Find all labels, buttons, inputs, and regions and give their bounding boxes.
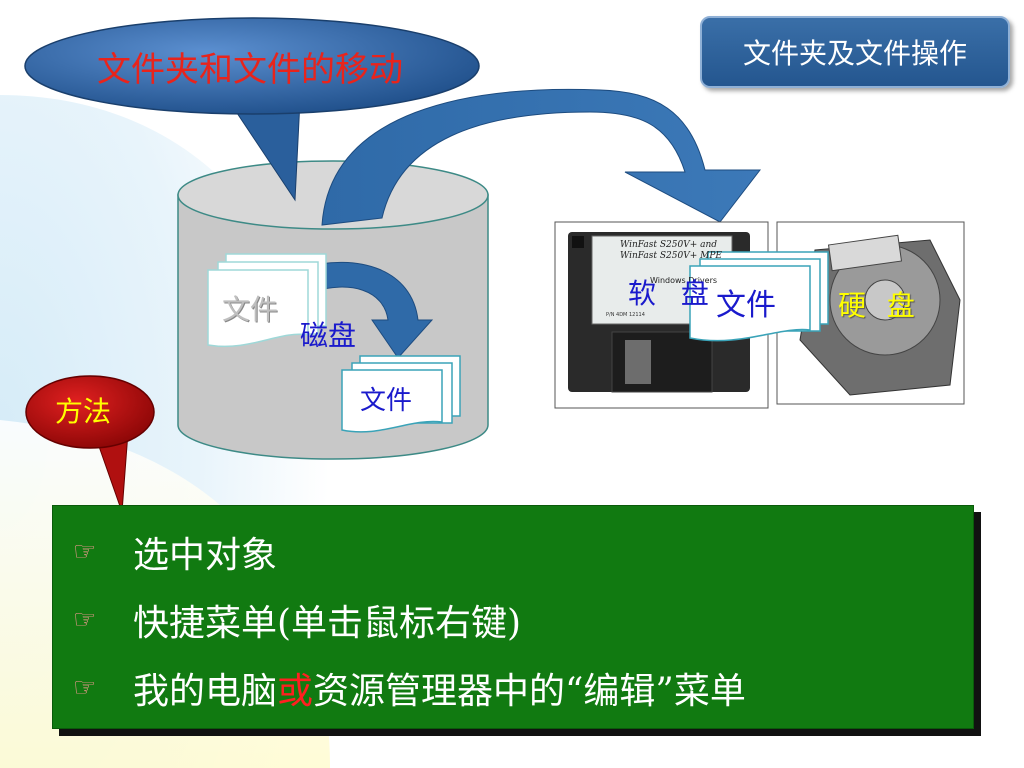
bullet-text-2: 快捷菜单(单击鼠标右键) [133,603,522,644]
bullet-text-3-post: 资源管理器中的“编辑”菜单 [313,671,746,712]
big-curved-arrow [321,88,762,226]
method-label: 方法 [54,395,111,428]
pointing-hand-icon: ☞ [73,537,97,567]
callout-title: 文件夹和文件的移动 [97,50,403,90]
small-curved-arrow [299,261,434,359]
floppy-label-line2: WinFast S250V+ MPE [620,251,722,261]
bullet-text-1: 选中对象 [133,535,278,576]
floppy-tiny-text: P/N 4DM 12114 [606,312,645,318]
hdd-name-label: 硬 盘 [838,289,921,322]
pointing-hand-icon: ☞ [73,605,97,635]
target-doc-label: 文件 [360,386,413,416]
floppy-label-text: WinFast S250V+ and WinFast S250V+ MPE [620,240,722,262]
moving-doc-stack [689,251,829,342]
callout-bubble [24,17,480,202]
target-doc-stack [341,355,461,433]
bullet-text-3-highlight: 或 [277,671,314,712]
slide-title-box: 文件夹及文件操作 [700,16,1010,88]
floppy-name-label: 软 盘 [628,277,717,310]
floppy-label-line1: WinFast S250V+ and [620,240,718,250]
bullet-text-3-pre: 我的电脑 [133,671,278,712]
source-doc-stack [207,253,327,348]
floppy-small-text: Windows Drivers [650,276,718,285]
bullet-item-2: ☞ 快捷菜单(单击鼠标右键) [73,594,521,646]
bullet-item-1: ☞ 选中对象 [73,526,277,578]
moving-doc-label: 文件 [716,288,776,323]
methods-box: ☞ 选中对象 ☞ 快捷菜单(单击鼠标右键) ☞ 我的电脑或资源管理器中的“编辑”… [52,505,974,729]
disk-label: 磁盘 [300,319,357,352]
source-doc-label: 文件 [222,293,279,326]
bullet-item-3: ☞ 我的电脑或资源管理器中的“编辑”菜单 [73,662,746,714]
pointing-hand-icon: ☞ [73,673,97,703]
method-bubble [25,375,155,513]
